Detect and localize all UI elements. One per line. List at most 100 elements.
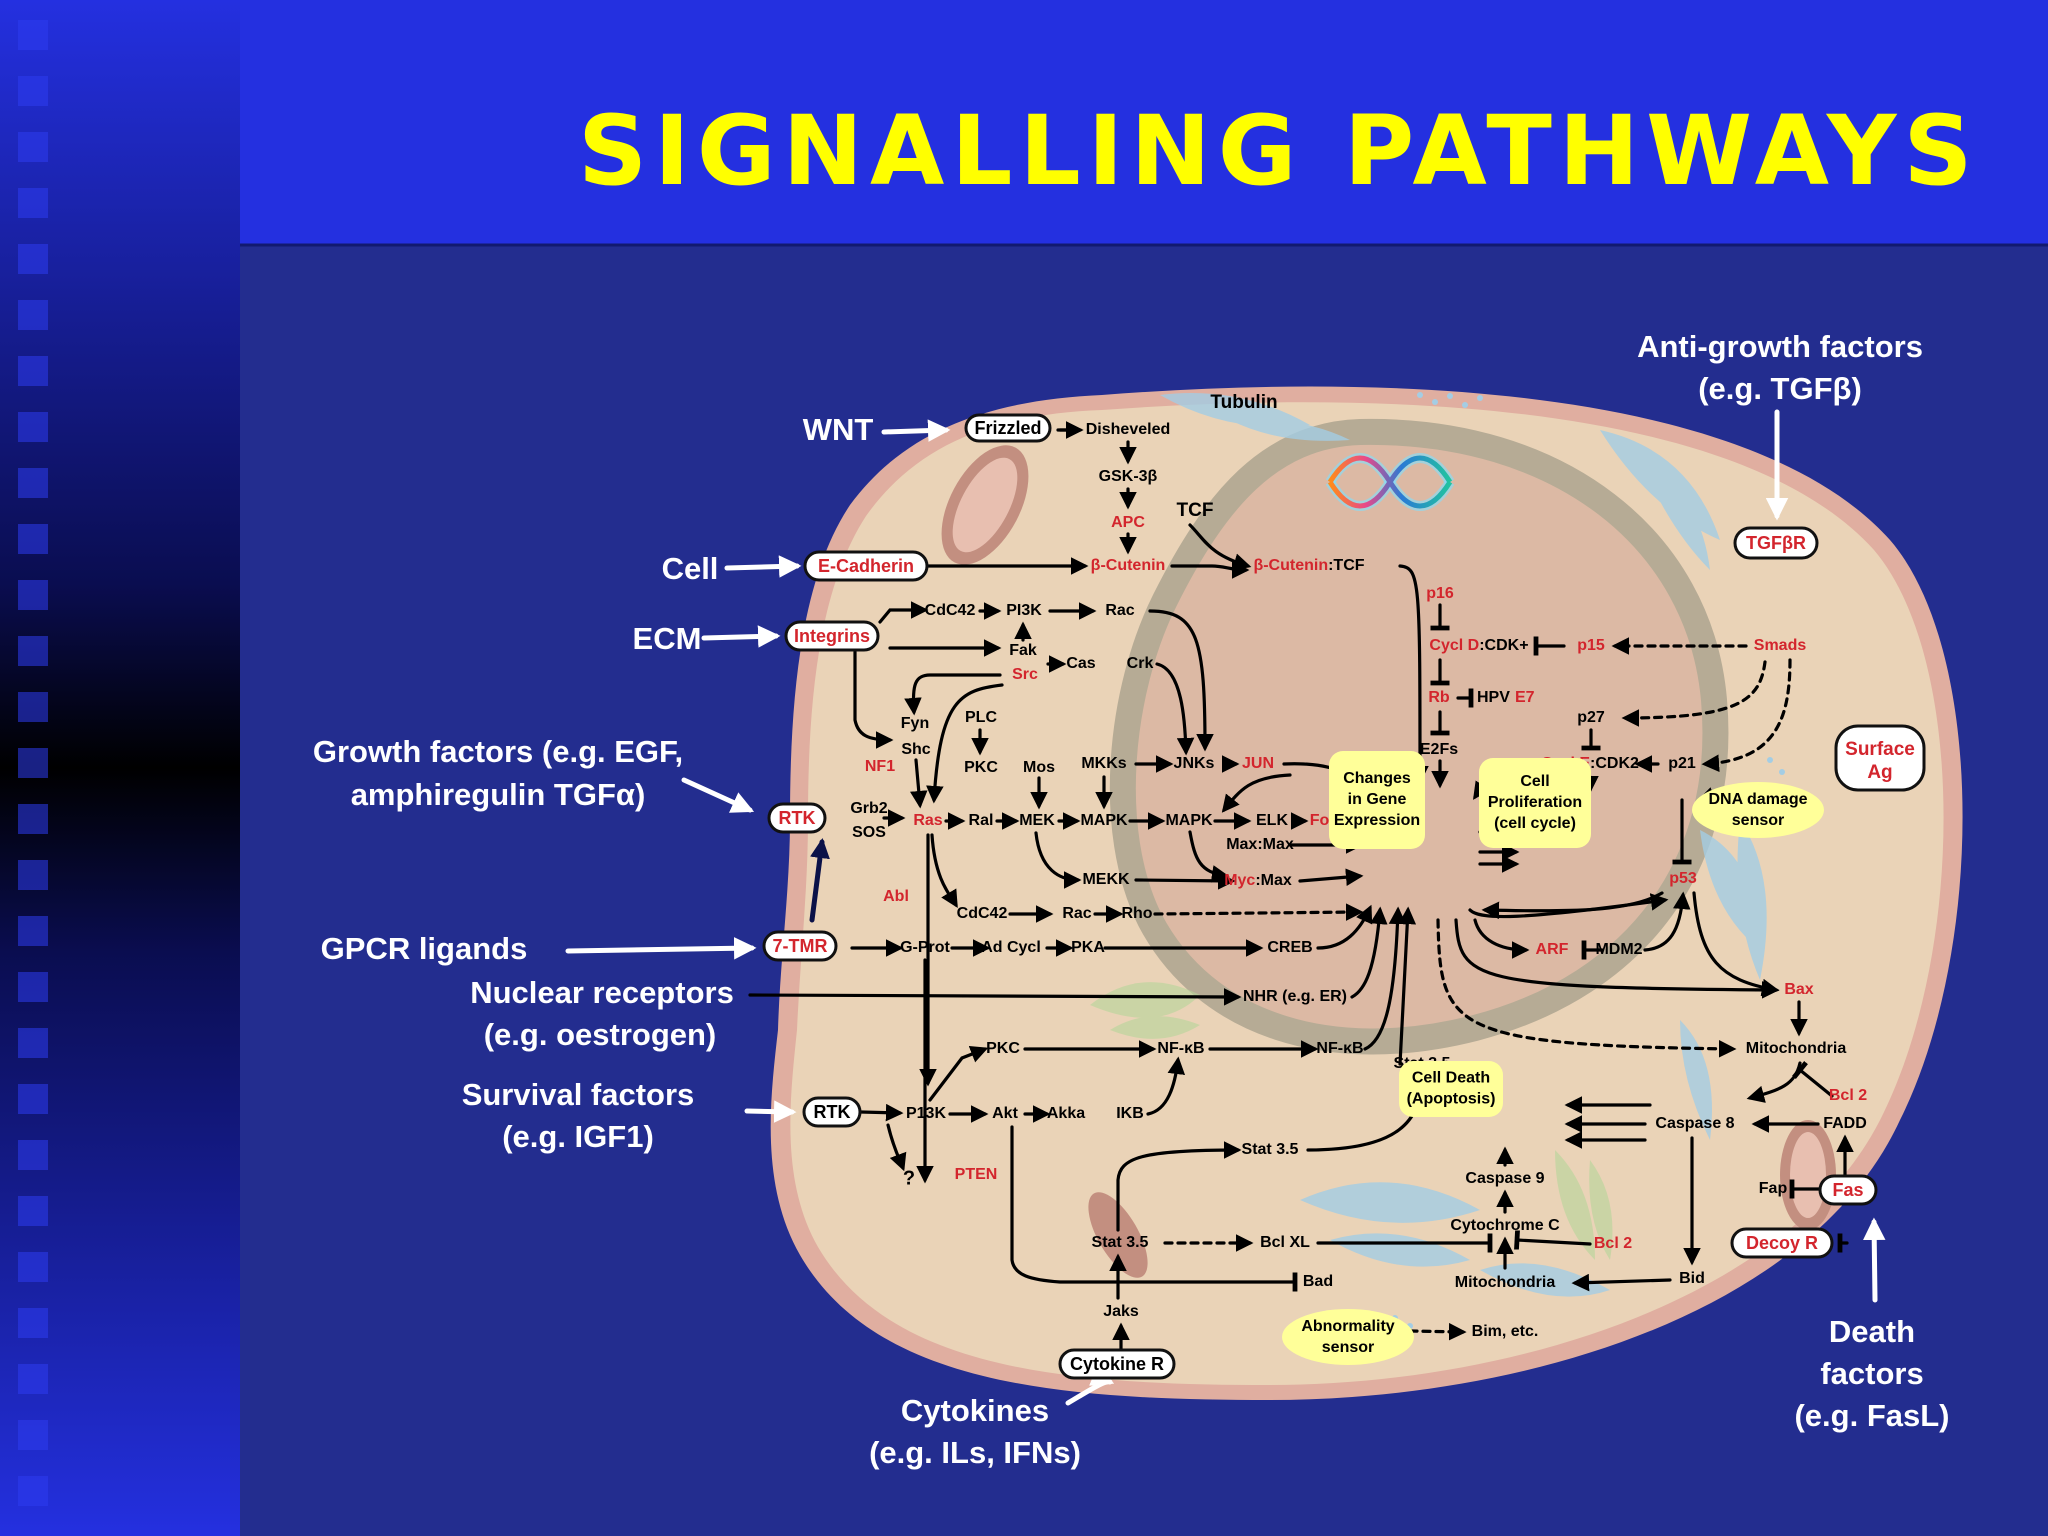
pathway-arrow [1363,906,1407,1051]
pathway-arrow [853,650,894,749]
node-fap: Fap [1759,1180,1788,1197]
node-gsk: GSK-3β [1099,468,1158,485]
receptor-tmr: 7-TMR [762,930,838,962]
input-arrow [744,1100,797,1123]
external-label-cy1: Cytokines [901,1393,1049,1428]
inhibition-arrow [1792,1061,1834,1098]
node-cas: Cas [1066,655,1095,672]
decor-square [18,580,48,610]
pathway-arrow [1146,1056,1186,1116]
outcome-box-line: Changes [1343,770,1411,787]
decor-square [18,1308,48,1338]
node-pi3ka: PI3K [1006,602,1042,619]
node-rb: Rb [1428,689,1450,706]
pathway-arrow [1316,904,1373,950]
node-cycld: Cycl D:CDK+ [1429,637,1528,654]
node-smads: Smads [1754,637,1807,654]
node-rho: Rho [1121,905,1152,922]
decor-square [18,692,48,722]
slide-title: SIGNALLING PATHWAYS [578,95,1980,207]
decor-square [18,20,48,50]
receptor-label: 7-TMR [773,936,828,956]
pathway-arrow [1473,918,1530,959]
node-hpv: HPV [1477,689,1510,706]
node-e7: E7 [1515,689,1535,706]
pathway-arrow [878,601,929,624]
receptor-ecad: E-Cadherin [803,550,929,582]
node-pi3kb: P13K [906,1105,946,1122]
node-sos: SOS [852,824,886,841]
node-rac2: Rac [1062,905,1091,922]
input-arrow [701,625,781,648]
external-label-nr1: Nuclear receptors [470,975,734,1010]
decor-square [18,1196,48,1226]
node-ral: Ral [969,812,994,829]
decor-square [18,1476,48,1506]
pathway-arrow [930,833,958,909]
external-label-ag1: Anti-growth factors [1637,329,1923,364]
receptor-rtk2: RTK [802,1096,862,1128]
node-p16: p16 [1426,585,1454,602]
node-casp8: Caspase 8 [1655,1115,1734,1132]
node-bad: Bad [1303,1273,1333,1290]
node-mekk: MEKK [1082,871,1130,888]
node-fak: Fak [1009,642,1037,659]
node-tubulin: Tubulin [1210,392,1277,413]
decor-square [18,804,48,834]
node-gprot: G-Prot [900,939,950,956]
node-mito2: Mitochondria [1455,1274,1556,1291]
node-crk: Crk [1127,655,1154,672]
external-label-gf1: Growth factors (e.g. EGF, [313,734,683,769]
node-mkks: MKKs [1081,755,1126,772]
node-adcycl: Ad Cycl [981,939,1041,956]
node-jnks: JNKs [1174,755,1215,772]
decor-square [18,244,48,274]
pathway-arrow [748,988,1242,1006]
pathway-arrow [1468,893,1669,919]
node-myc: Myc:Max [1224,872,1292,889]
outcome-box-line: Cell [1520,773,1549,790]
node-elk: ELK [1256,812,1288,829]
node-pkc2: PKC [986,1040,1020,1057]
pathway-arrow [1134,872,1236,890]
node-bcl2b: Bcl 2 [1594,1235,1632,1252]
node-p15: p15 [1577,637,1605,654]
external-label-gpcr: GPCR ligands [321,931,528,966]
external-label-df2: factors [1820,1356,1923,1391]
outcome-box-line: Cell Death [1412,1070,1490,1087]
receptor-rtk1: RTK [767,802,827,834]
decor-square [18,1028,48,1058]
sensor-oval-line: DNA damage [1709,791,1808,808]
pathway-arrow [859,1103,904,1122]
input-arrow [565,937,757,960]
decor-square [18,300,48,330]
pathway-arrow [1454,918,1780,999]
pathway-arrow [926,683,1004,804]
pathway-arrow [909,758,928,809]
decor-square [18,1252,48,1282]
external-label-cy2: (e.g. ILs, IFNs) [869,1435,1081,1470]
node-jun: JUN [1242,755,1274,772]
external-label-nr2: (e.g. oestrogen) [484,1017,717,1052]
external-label-ecm: ECM [633,621,702,656]
node-part: β-Cutenin [1253,557,1328,574]
node-p53: p53 [1669,870,1697,887]
receptor-label: TGFβR [1746,533,1806,553]
node-part: :TCF [1328,557,1365,574]
node-akka: Akka [1047,1105,1085,1122]
pathway-arrow [1621,660,1767,727]
decor-square [18,76,48,106]
pathway-arrow [1116,1141,1242,1232]
node-nfkb2: NF-κB [1316,1040,1363,1057]
pathway-arrow [1701,658,1792,772]
node-nf1: NF1 [865,758,895,775]
pathway-arrow [886,1123,907,1172]
node-tcf: TCF [1177,500,1214,521]
receptor-label: Cytokine R [1070,1354,1164,1374]
input-arrow [881,419,951,442]
node-cdc42b: CdC42 [957,905,1008,922]
node-part: Cycl D [1429,637,1479,654]
